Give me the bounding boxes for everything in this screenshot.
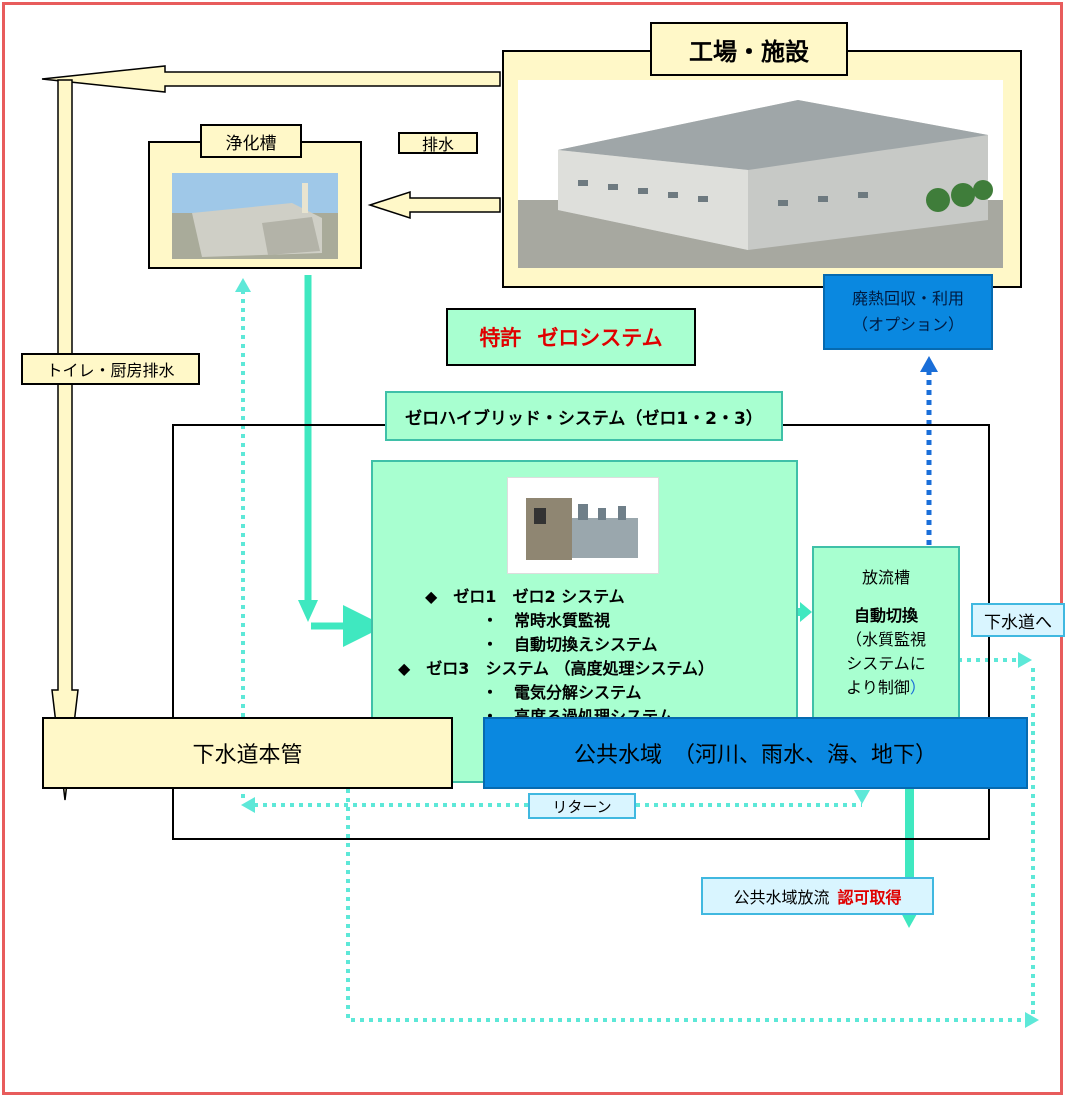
- patent-name: ゼロシステム: [537, 326, 663, 350]
- heat-recovery-line2: （オプション）: [851, 315, 964, 334]
- septic-photo: [172, 173, 338, 259]
- heat-recovery-arrowhead: [920, 356, 938, 372]
- discharge-arrow: [367, 190, 501, 220]
- discharge-label: 排水: [398, 132, 478, 154]
- septic-title-text: 浄化槽: [225, 133, 277, 154]
- process-line2: ・ 常時水質監視: [482, 611, 611, 630]
- factory-exhaust-arrow: [41, 65, 501, 93]
- sewer-arrowhead-right2: [1025, 1012, 1039, 1028]
- patent-prefix: 特許: [479, 326, 522, 350]
- public-release-permit: 認可取得: [837, 888, 902, 907]
- sewer-to-text: 下水道へ: [984, 612, 1052, 633]
- return-arrowhead-left: [241, 797, 255, 813]
- heat-recovery-box: 廃熱回収・利用 （オプション）: [823, 274, 993, 350]
- return-arrowhead-up: [235, 278, 251, 292]
- process-line4: ◆ ゼロ3 システム （高度処理システム）: [398, 659, 715, 678]
- heat-recovery-line1: 廃熱回収・利用: [851, 289, 964, 308]
- sewer-to-label: 下水道へ: [971, 603, 1065, 637]
- process-line1: ◆ ゼロ1 ゼロ2 システム: [425, 587, 625, 606]
- public-water-box: 公共水域 （河川、雨水、海、地下）: [483, 717, 1028, 789]
- return-arrowhead-down: [854, 790, 870, 804]
- sewer-main-text: 下水道本管: [192, 743, 303, 768]
- hybrid-system-title: ゼロハイブリッド・システム（ゼロ1・2・3）: [385, 391, 783, 441]
- process-line3: ・ 自動切換えシステム: [482, 635, 658, 654]
- septic-down-arrowhead: [298, 600, 318, 622]
- toilet-drain-label-text: トイレ・厨房排水: [46, 361, 175, 380]
- tank-note3: より制御: [846, 678, 910, 697]
- patent-box: 特許 ゼロシステム: [446, 308, 696, 366]
- factory-title: 工場・施設: [650, 22, 848, 76]
- tank-note2: システムに: [846, 654, 926, 673]
- tank-switch: 自動切換: [853, 606, 918, 625]
- tank-note-close: ）: [909, 678, 926, 697]
- tank-note1: （水質監視: [845, 630, 926, 649]
- discharge-label-text: 排水: [421, 135, 454, 154]
- public-water-text: 公共水域 （河川、雨水、海、地下）: [573, 743, 937, 768]
- return-label-text: リターン: [552, 797, 612, 816]
- process-photo: [507, 477, 659, 574]
- process-text: ◆ ゼロ1 ゼロ2 システム ・ 常時水質監視 ・ 自動切換えシステム ◆ ゼロ…: [392, 585, 792, 729]
- septic-to-process-arrow: [304, 275, 385, 647]
- process-to-tank-arrow: [784, 602, 812, 622]
- public-release-label: 公共水域放流 認可取得: [701, 877, 934, 915]
- discharge-tank-box: 放流槽 自動切換 （水質監視 システムに より制御）: [812, 546, 960, 720]
- sewer-arrowhead-right: [1018, 652, 1032, 668]
- return-label: リターン: [528, 793, 636, 819]
- public-release-text: 公共水域放流: [733, 888, 830, 907]
- toilet-drain-label: トイレ・厨房排水: [21, 353, 200, 385]
- process-line5: ・ 電気分解システム: [482, 683, 642, 702]
- septic-title: 浄化槽: [200, 124, 302, 158]
- factory-title-text: 工場・施設: [689, 37, 809, 66]
- hybrid-system-title-text: ゼロハイブリッド・システム（ゼロ1・2・3）: [405, 408, 763, 429]
- sewer-main-box: 下水道本管: [42, 717, 453, 789]
- tank-title: 放流槽: [861, 568, 910, 587]
- toilet-drain-arrow: [51, 79, 79, 801]
- factory-photo: [518, 80, 1003, 268]
